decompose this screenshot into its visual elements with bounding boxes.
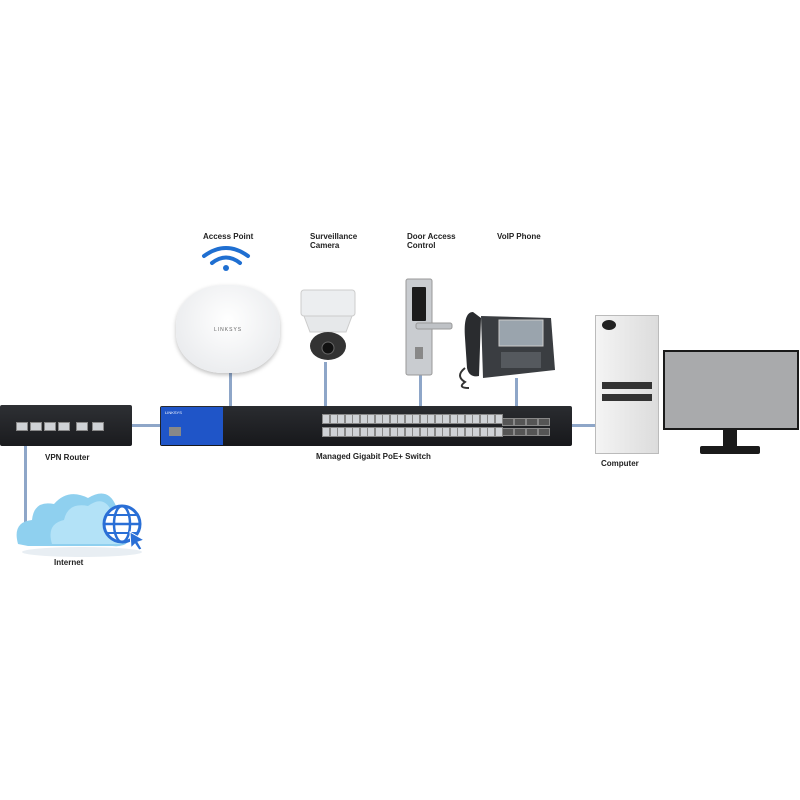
link-switch-computer: [570, 424, 598, 427]
router-port: [92, 422, 104, 431]
drive-bay: [602, 394, 652, 401]
webcam-icon: [602, 320, 616, 330]
monitor-screen: [665, 352, 797, 428]
monitor-base: [700, 446, 760, 454]
link-router-internet: [24, 446, 27, 524]
router-port: [58, 422, 70, 431]
switch-sfp-port: [526, 428, 538, 436]
switch-sfp-port: [526, 418, 538, 426]
vpn-router-device: [0, 405, 132, 446]
voip-phone-device: [459, 312, 555, 389]
switch-logo: LINKSYS: [165, 410, 182, 415]
switch-sfp-port: [538, 428, 550, 436]
link-ap-switch: [229, 372, 232, 408]
access-point-device: LINKSYS: [176, 285, 280, 373]
link-door-switch: [419, 375, 422, 408]
access-point-label: Access Point: [203, 232, 254, 241]
camera-label-line1: Surveillance: [310, 232, 358, 241]
switch-sfp-port: [538, 418, 550, 426]
router-port: [44, 422, 56, 431]
router-label: VPN Router: [45, 453, 90, 462]
router-port: [16, 422, 28, 431]
globe-icon: [102, 504, 146, 551]
switch-blue-panel: LINKSYS: [161, 407, 223, 445]
wifi-icon: [202, 246, 250, 271]
phone-label: VoIP Phone: [497, 232, 541, 241]
drive-bay: [602, 382, 652, 389]
switch-sfp-port: [514, 428, 526, 436]
switch-sfp-port: [514, 418, 526, 426]
door-access-device: [405, 278, 453, 376]
managed-switch-device: LINKSYS: [160, 406, 572, 446]
router-port: [30, 422, 42, 431]
surveillance-camera-device: [300, 289, 356, 360]
camera-label-line2: Camera: [310, 241, 340, 250]
switch-label: Managed Gigabit PoE+ Switch: [316, 452, 431, 461]
switch-console-port: [169, 427, 181, 436]
access-point-logo: LINKSYS: [214, 327, 243, 333]
switch-sfp-port: [502, 428, 514, 436]
door-label-line2: Control: [407, 241, 436, 250]
link-router-switch: [130, 424, 162, 427]
router-port: [76, 422, 88, 431]
computer-tower-device: [595, 315, 659, 454]
door-label-line1: Door Access: [407, 232, 456, 241]
internet-cloud-icon: [16, 493, 146, 557]
computer-label: Computer: [601, 459, 639, 468]
monitor-stand: [723, 430, 737, 446]
link-camera-switch: [324, 362, 327, 408]
switch-sfp-port: [502, 418, 514, 426]
monitor-device: [663, 350, 799, 430]
internet-label: Internet: [54, 558, 84, 567]
link-phone-switch: [515, 378, 518, 408]
